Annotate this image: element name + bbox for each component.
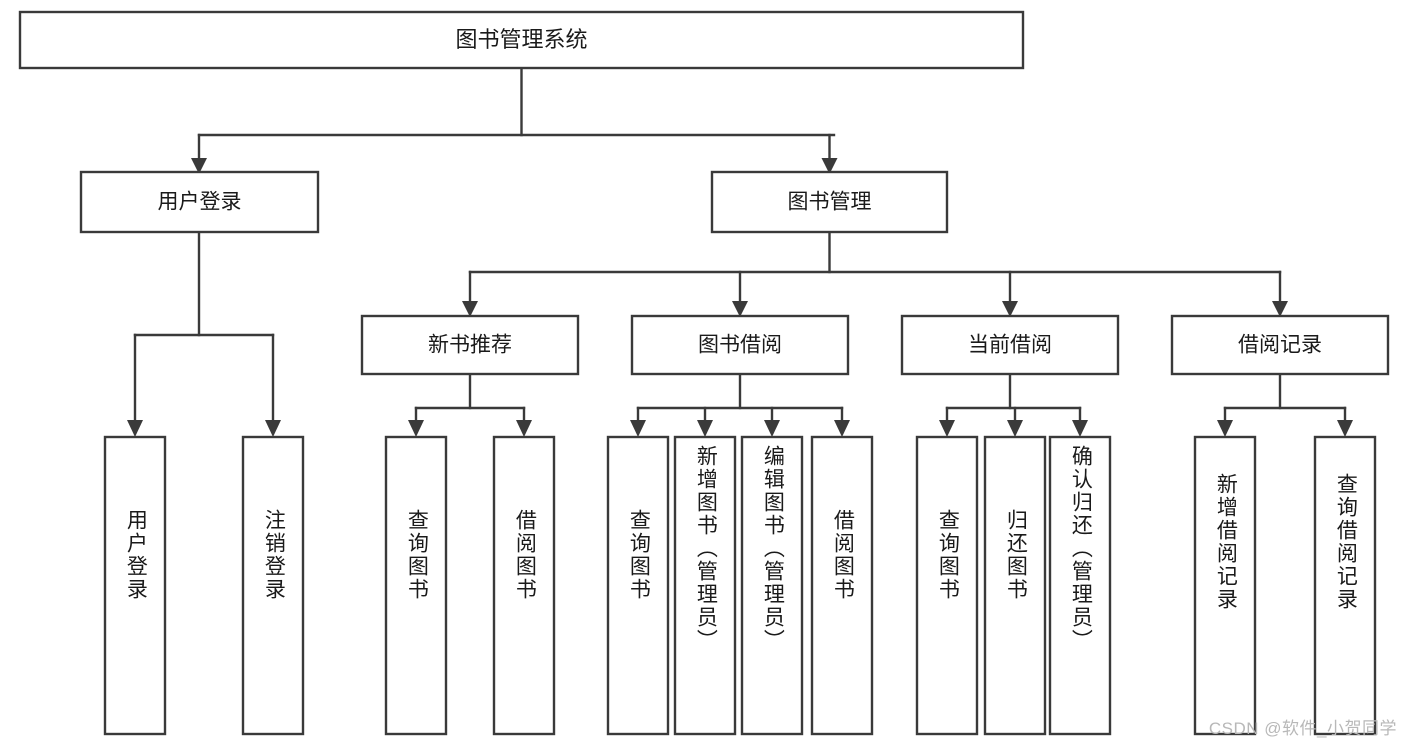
node-current-borrow-box[interactable]	[900, 314, 1120, 376]
node-book-borrow-label: 图书借阅	[698, 334, 782, 357]
leaf-box-query-book-3[interactable]	[915, 435, 979, 736]
arrow-head-borrow-record	[1272, 301, 1288, 317]
arrow-head-leaf-edit-book	[764, 420, 780, 437]
leaf-box-confirm-return[interactable]	[1048, 435, 1112, 736]
arrow-head-book-borrow	[732, 301, 748, 317]
arrow-head-new-book-recommend	[462, 301, 478, 317]
node-current-borrow-label: 当前借阅	[968, 334, 1052, 357]
node-new-book-recommend[interactable]: 新书推荐	[360, 314, 580, 376]
node-borrow-record[interactable]: 借阅记录	[1170, 314, 1390, 376]
leaf-box-query-record[interactable]	[1313, 435, 1377, 736]
node-new-book-recommend-box[interactable]	[360, 314, 580, 376]
arrow-head-leaf-borrow-book-1	[516, 420, 532, 437]
arrow-head-leaf-return-book	[1007, 420, 1023, 437]
leaf-box-edit-book[interactable]	[740, 435, 804, 736]
arrow-head-leaf-add-record	[1217, 420, 1233, 437]
arrow-head-leaf-query-book-2	[630, 420, 646, 437]
node-borrow-record-label: 借阅记录	[1238, 334, 1322, 357]
node-borrow-record-box[interactable]	[1170, 314, 1390, 376]
arrow-head-leaf-confirm-return	[1072, 420, 1088, 437]
arrow-head-book-management	[821, 158, 838, 174]
node-root-box[interactable]	[18, 10, 1025, 70]
leaf-box-query-book-2[interactable]	[606, 435, 670, 736]
arrow-head-leaf-query-book-3	[939, 420, 955, 437]
arrow-head-leaf-add-book	[697, 420, 713, 437]
node-user-login-label: 用户登录	[158, 191, 242, 214]
arrow-head-leaf-user-login	[127, 420, 143, 437]
node-book-management-box[interactable]	[710, 170, 949, 234]
node-book-management[interactable]: 图书管理	[710, 170, 949, 234]
leaf-box-user-logout[interactable]	[241, 435, 305, 736]
arrow-head-leaf-query-book-1	[408, 420, 424, 437]
arrow-head-leaf-query-record	[1337, 420, 1353, 437]
node-current-borrow[interactable]: 当前借阅	[900, 314, 1120, 376]
leaf-box-group	[103, 435, 1377, 736]
arrow-head-leaf-user-logout	[265, 420, 281, 437]
node-book-management-label: 图书管理	[788, 191, 872, 214]
node-book-borrow[interactable]: 图书借阅	[630, 314, 850, 376]
node-user-login-box[interactable]	[79, 170, 320, 234]
connector-group	[127, 66, 1353, 437]
node-new-book-recommend-label: 新书推荐	[428, 334, 512, 357]
leaf-box-return-book[interactable]	[983, 435, 1047, 736]
arrow-head-leaf-borrow-book-2	[834, 420, 850, 437]
node-root-label: 图书管理系统	[455, 27, 587, 52]
leaf-box-add-record[interactable]	[1193, 435, 1257, 736]
leaf-box-borrow-book-1[interactable]	[492, 435, 556, 736]
leaf-box-user-login[interactable]	[103, 435, 167, 736]
arrow-head-current-borrow	[1002, 301, 1018, 317]
leaf-box-borrow-book-2[interactable]	[810, 435, 874, 736]
node-root[interactable]: 图书管理系统	[18, 10, 1025, 70]
arrow-head-user-login	[191, 158, 207, 174]
leaf-box-query-book-1[interactable]	[384, 435, 448, 736]
watermark-label: CSDN @软件_小贺同学	[1208, 719, 1397, 738]
node-book-borrow-box[interactable]	[630, 314, 850, 376]
leaf-box-add-book[interactable]	[673, 435, 737, 736]
node-user-login[interactable]: 用户登录	[79, 170, 320, 234]
